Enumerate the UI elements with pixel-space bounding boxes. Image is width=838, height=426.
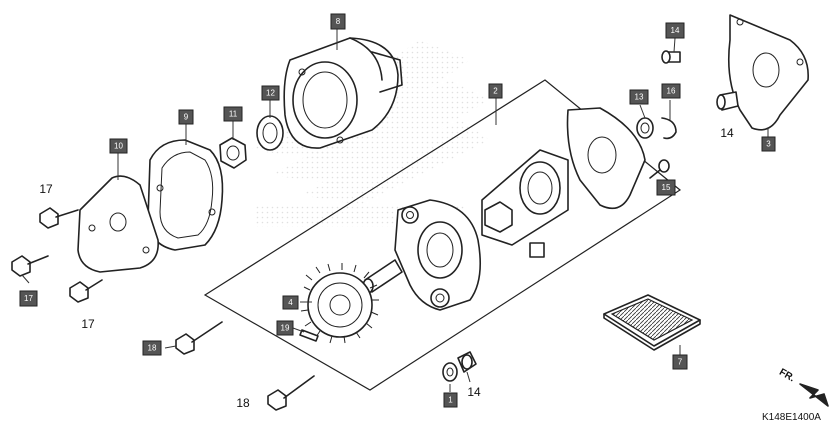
label-14-lower: 14 [467,385,481,399]
callout-16: 16 [661,83,681,99]
label-17-top: 17 [39,182,53,196]
part-housing-8 [283,37,403,149]
part-gear-4 [300,263,379,344]
label-17-bottom: 17 [81,317,95,331]
callout-9: 9 [178,109,194,125]
part-collar-14-lower [457,351,477,373]
bolt-17-bottom [69,279,103,303]
svg-text:13: 13 [635,93,644,102]
svg-text:18: 18 [148,344,157,353]
callout-4: 4 [282,295,299,310]
svg-text:9: 9 [184,113,189,122]
diagram-reference-code: K148E1400A [762,412,821,423]
part-plate-3 [727,14,809,131]
callout-18: 18 [142,340,162,356]
callout-8: 8 [330,13,346,30]
part-collar-14-right [716,91,739,111]
part-cover-10 [77,175,159,273]
part-pin-19 [299,329,319,342]
front-direction-label: FR. [777,367,797,385]
svg-text:4: 4 [288,298,293,307]
callout-14-top: 14 [665,22,685,39]
group-outline-pump [203,79,682,391]
part-filter-7 [603,294,701,351]
part-nut-11 [219,137,247,169]
callout-2: 2 [488,83,503,99]
callout-17: 17 [19,290,38,307]
part-seal-12 [256,115,284,151]
part-collar-14-top [661,50,681,64]
svg-text:3: 3 [766,140,771,149]
svg-text:7: 7 [678,358,683,367]
svg-text:19: 19 [281,324,290,333]
svg-text:11: 11 [229,110,238,119]
label-14-right: 14 [720,126,734,140]
svg-text:2: 2 [493,87,498,96]
svg-text:14: 14 [671,26,680,35]
callout-15: 15 [656,179,676,196]
part-pump-cover [566,107,646,210]
callout-10: 10 [109,138,128,154]
bolt-17-top [39,207,79,229]
callout-1: 1 [443,392,458,408]
screw-15 [649,159,670,179]
svg-text:1: 1 [448,396,453,405]
callout-7: 7 [672,354,688,370]
svg-text:8: 8 [336,17,341,26]
part-shaft [362,259,403,294]
leader-lines [21,28,769,392]
callout-12: 12 [261,85,280,101]
front-direction-arrow [799,383,829,407]
svg-text:15: 15 [662,183,671,192]
callout-11: 11 [223,106,243,122]
callout-13: 13 [629,89,649,105]
callout-19: 19 [276,320,294,336]
label-18-lower: 18 [236,396,250,410]
bolt-18-lower [267,375,315,411]
part-oring-13 [636,117,654,139]
part-rotor-set [481,149,569,258]
part-gasket-9 [147,139,224,251]
svg-text:12: 12 [266,89,275,98]
bolt-17-left [11,255,49,277]
callout-3: 3 [761,136,776,152]
bolt-18-upper [175,321,223,355]
part-clip-16 [661,117,677,140]
svg-text:10: 10 [114,142,123,151]
part-pump-body [394,199,481,311]
part-washer-1 [442,362,458,382]
svg-text:16: 16 [667,87,676,96]
svg-text:17: 17 [24,294,33,303]
